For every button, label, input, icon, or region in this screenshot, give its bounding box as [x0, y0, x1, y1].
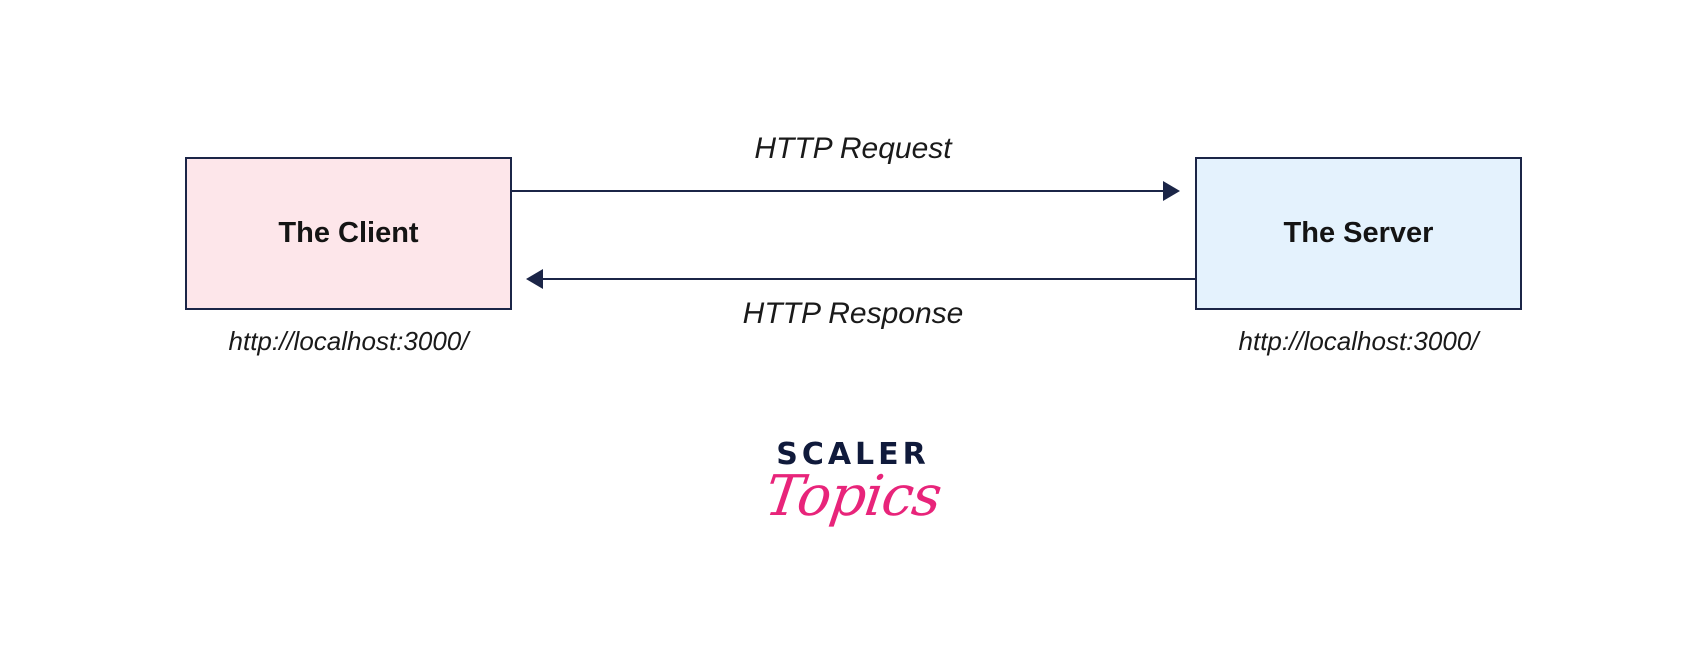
client-url: http://localhost:3000/ — [228, 326, 469, 356]
server-url: http://localhost:3000/ — [1238, 326, 1479, 356]
server-node: The Server — [1195, 157, 1522, 310]
client-title: The Client — [278, 217, 419, 249]
logo-wordmark-scaler: SCALER — [776, 437, 930, 472]
scaler-topics-logo: SCALER Topics — [753, 437, 953, 530]
server-title: The Server — [1283, 217, 1434, 249]
request-arrowhead-icon — [1163, 181, 1180, 201]
response-label: HTTP Response — [742, 297, 964, 330]
client-node: The Client — [185, 157, 512, 310]
response-arrowhead-icon — [526, 269, 543, 289]
logo-wordmark-topics: Topics — [761, 464, 945, 529]
request-label: HTTP Request — [754, 132, 952, 165]
